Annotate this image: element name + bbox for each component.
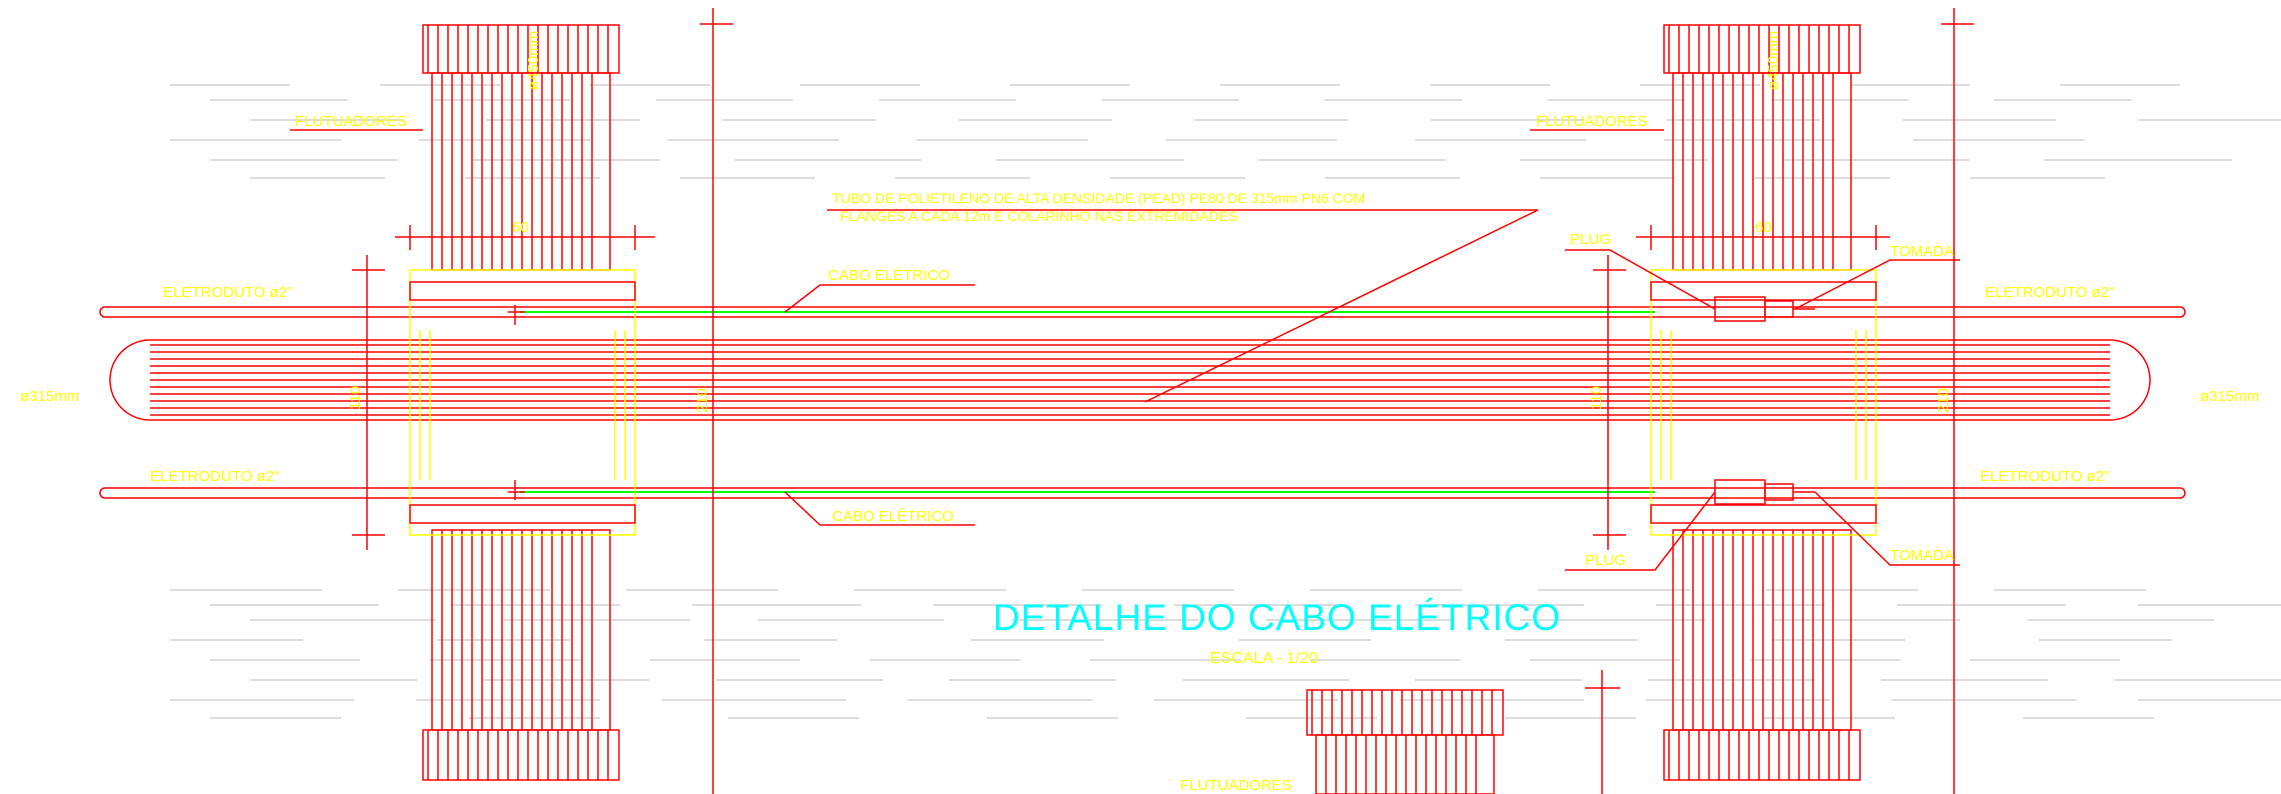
conduits bbox=[99, 306, 2186, 499]
left-floater bbox=[422, 24, 620, 781]
pipe-spec-line2: FLANGES A CADA 12m E COLARINHO NAS EXTRE… bbox=[840, 208, 1238, 224]
dim-110-left: 110 bbox=[347, 386, 364, 410]
drawing-title: DETALHE DO CABO ELÉTRICO bbox=[993, 597, 1561, 638]
hdpe-pipe bbox=[109, 339, 2151, 421]
dim-210-left: 210 bbox=[694, 388, 711, 413]
scale-label: ESCALA - 1/20 bbox=[1210, 650, 1318, 667]
clamps bbox=[409, 269, 1877, 536]
plug-label-top: PLUG bbox=[1570, 231, 1611, 248]
dimension-lines bbox=[352, 225, 1890, 550]
conduit-label-bottom-right: ELETRODUTO ø2" bbox=[1980, 468, 2109, 485]
dim-60-left: 60 bbox=[512, 219, 529, 236]
socket-label-bottom: TOMADA bbox=[1890, 547, 1954, 564]
right-floaters-label: FLUTUADORES bbox=[1536, 113, 1648, 130]
cable-label-top: CABO ELÉTRICO bbox=[828, 267, 950, 284]
cable-label-bottom: CABO ELÉTRICO bbox=[832, 508, 954, 525]
conduit-label-bottom-left: ELETRODUTO ø2" bbox=[150, 468, 279, 485]
water-hatch bbox=[170, 84, 2281, 719]
socket-label-top: TOMADA bbox=[1890, 243, 1954, 260]
dim-110-right: 110 bbox=[1588, 386, 1605, 410]
dim-210-right: 210 bbox=[1935, 388, 1952, 413]
bottom-floaters-label: FLUTUADORES bbox=[1180, 777, 1292, 794]
clamp-bars bbox=[409, 281, 1877, 524]
electric-cables bbox=[520, 311, 1655, 493]
dim-60-right: 60 bbox=[1755, 219, 1772, 236]
conduit-label-top-right: ELETRODUTO ø2" bbox=[1985, 284, 2114, 301]
conduit-label-top-left: ELETRODUTO ø2" bbox=[163, 284, 292, 301]
left-floaters-label: FLUTUADORES bbox=[295, 113, 407, 130]
float-diameter-right: ø450mm bbox=[1765, 31, 1782, 90]
plug-label-bottom: PLUG bbox=[1585, 552, 1626, 569]
leader-lines bbox=[290, 129, 1960, 571]
pipe-diameter-right: ø315mm bbox=[2200, 388, 2259, 405]
float-diameter-left: ø450mm bbox=[525, 31, 542, 90]
center-axes bbox=[700, 8, 1974, 794]
pipe-spec-line1: TUBO DE POLIETILENO DE ALTA DENSIDADE (P… bbox=[832, 190, 1365, 206]
pipe-diameter-left: ø315mm bbox=[20, 388, 79, 405]
right-floater bbox=[1663, 24, 1861, 781]
bottom-floater bbox=[1306, 689, 1504, 794]
